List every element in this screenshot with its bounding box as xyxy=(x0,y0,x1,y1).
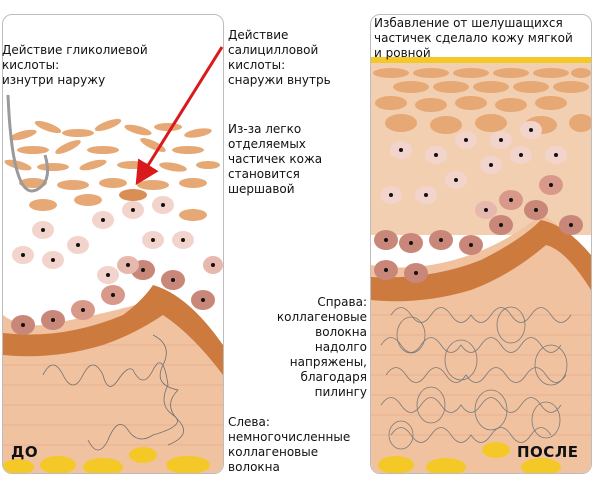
glycolic-label: Действие гликолиевой кислоты: изнутри на… xyxy=(2,43,148,88)
label-before: ДО xyxy=(11,443,39,461)
rough-line: шершавой xyxy=(228,182,295,196)
skin-before-illustration xyxy=(3,94,223,473)
collagen-right-line: Справа: xyxy=(317,295,367,309)
label-after: ПОСЛЕ xyxy=(517,443,579,461)
collagen-left-label: Слева: немногочисленные коллагеновые вол… xyxy=(228,415,350,475)
fat-layer xyxy=(378,442,561,473)
glycolic-arrow xyxy=(6,94,50,193)
rough-line: частичек кожа xyxy=(228,152,323,166)
collagen-right-line: надолго xyxy=(314,340,367,354)
skin-after-illustration xyxy=(371,57,591,473)
salicylic-line: кислоты: xyxy=(228,58,286,72)
salicylic-line: Действие xyxy=(228,28,289,42)
glycolic-line: кислоты: xyxy=(2,58,60,72)
glycolic-line: изнутри наружу xyxy=(2,73,106,87)
collagen-left-line: коллагеновые xyxy=(228,445,319,459)
collagen-left-line: волокна xyxy=(228,460,280,474)
glycolic-line: Действие гликолиевой xyxy=(2,43,148,57)
panel-after: ПОСЛЕ xyxy=(370,14,592,474)
rough-line: отделяемых xyxy=(228,137,306,151)
exfoliation-line: частичек сделало кожу мягкой xyxy=(374,31,573,45)
collagen-right-line: напряжены, xyxy=(289,355,367,369)
rough-line: Из-за легко xyxy=(228,122,302,136)
rough-line: становится xyxy=(228,167,300,181)
collagen-fiber xyxy=(152,334,185,446)
collagen-fiber xyxy=(42,362,178,451)
collagen-right-line: благодаря xyxy=(300,370,367,384)
smooth-surface-cells xyxy=(373,68,591,134)
exfoliation-line: Избавление от шелушащихся xyxy=(374,16,563,30)
salicylic-line: снаружи внутрь xyxy=(228,73,331,87)
rough-skin-label: Из-за легко отделяемых частичек кожа ста… xyxy=(228,122,322,197)
collagen-left-line: немногочисленные xyxy=(228,430,351,444)
dead-skin-flakes xyxy=(4,118,220,221)
salicylic-label: Действие салицилловой кислоты: снаружи в… xyxy=(228,28,331,88)
salicylic-line: салицилловой xyxy=(228,43,319,57)
collagen-right-label: Справа: коллагеновые волокна надолго нап… xyxy=(262,295,367,400)
living-cells xyxy=(374,121,583,283)
collagen-left-line: Слева: xyxy=(228,415,270,429)
collagen-right-line: волокна xyxy=(315,325,367,339)
fat-layer xyxy=(3,447,210,473)
epidermis-basal-band xyxy=(371,220,591,302)
exfoliation-line: и ровной xyxy=(374,46,431,60)
epidermis-basal-band xyxy=(3,285,223,375)
exfoliation-label: Избавление от шелушащихся частичек сдела… xyxy=(374,16,573,61)
collagen-right-line: коллагеновые xyxy=(276,310,367,324)
dense-collagen-fibers xyxy=(380,306,572,450)
living-cells xyxy=(11,196,223,335)
collagen-right-line: пилингу xyxy=(314,385,367,399)
